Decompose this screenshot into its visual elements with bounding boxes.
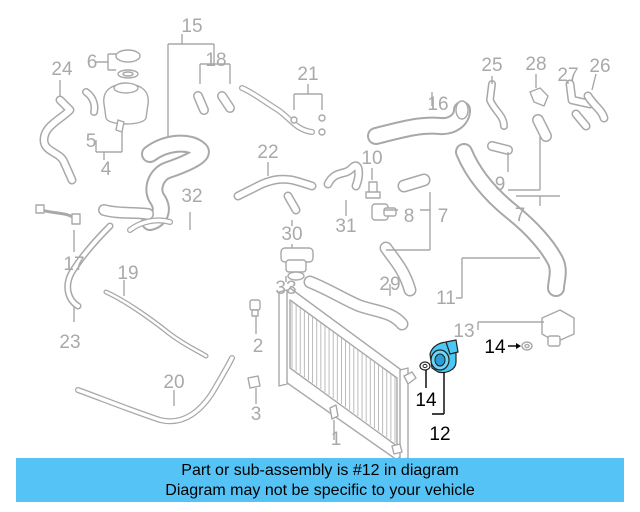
leader-lines bbox=[59, 34, 597, 440]
callout-5: 5 bbox=[86, 131, 97, 152]
callout-1: 1 bbox=[331, 429, 342, 450]
pipe-21 bbox=[239, 85, 326, 136]
sensor-10 bbox=[365, 181, 381, 199]
banner-line-part: Part or sub-assembly is #12 in diagram bbox=[181, 462, 459, 479]
callout-27: 27 bbox=[557, 65, 578, 86]
callout-12: 12 bbox=[429, 424, 450, 445]
hose-18 bbox=[193, 91, 235, 115]
hose-29 bbox=[303, 275, 409, 331]
hose-7 bbox=[379, 173, 431, 297]
hose-25 bbox=[486, 80, 508, 130]
sensor-17 bbox=[35, 204, 81, 225]
pipe-23 bbox=[64, 222, 114, 310]
thermostat-33 bbox=[280, 247, 314, 281]
hose-15 bbox=[98, 134, 210, 231]
callout-20: 20 bbox=[163, 372, 184, 393]
info-banner: Part or sub-assembly is #12 in diagram D… bbox=[16, 458, 624, 502]
callout-32: 32 bbox=[181, 186, 202, 207]
callout-30: 30 bbox=[281, 224, 302, 245]
callout-8: 8 bbox=[404, 206, 415, 227]
callout-26: 26 bbox=[589, 56, 610, 77]
hose-27 bbox=[565, 79, 595, 109]
callout-7a: 7 bbox=[438, 206, 449, 227]
cap-6 bbox=[115, 49, 141, 79]
callout-7b: 7 bbox=[515, 205, 526, 226]
pipe-20 bbox=[75, 355, 235, 425]
callout-22: 22 bbox=[257, 142, 278, 163]
callout-9: 9 bbox=[495, 174, 506, 195]
callout-33: 33 bbox=[275, 278, 296, 299]
flange-13 bbox=[541, 309, 575, 347]
radiator bbox=[278, 287, 417, 461]
o-ring-14-right bbox=[521, 341, 533, 351]
callout-13: 13 bbox=[453, 321, 474, 342]
callout-14-left: 14 bbox=[415, 390, 437, 411]
hose-22 bbox=[233, 174, 317, 201]
part-28 bbox=[529, 87, 549, 107]
o-ring-14-left bbox=[419, 361, 431, 371]
expansion-tank bbox=[103, 82, 149, 133]
callout-18: 18 bbox=[205, 50, 226, 71]
hose-7b bbox=[532, 114, 552, 142]
hose-26 bbox=[571, 91, 609, 131]
callout-labels: 1 2 3 4 5 6 7 7 8 9 10 11 12 13 14 14 15… bbox=[51, 16, 610, 450]
hose-24 bbox=[39, 95, 77, 185]
callout-14-right: 14 bbox=[484, 337, 506, 358]
callout-23: 23 bbox=[59, 332, 80, 353]
part-3 bbox=[247, 375, 261, 389]
callout-19: 19 bbox=[117, 263, 138, 284]
part-12-highlighted bbox=[429, 339, 459, 374]
callout-21: 21 bbox=[297, 64, 318, 85]
callout-6: 6 bbox=[87, 52, 98, 73]
callout-4: 4 bbox=[101, 159, 112, 180]
callout-31: 31 bbox=[335, 216, 356, 237]
callout-2: 2 bbox=[253, 336, 264, 357]
banner-line-disclaimer: Diagram may not be specific to your vehi… bbox=[165, 482, 475, 499]
pipe-32 bbox=[127, 217, 173, 233]
callout-28: 28 bbox=[525, 54, 546, 75]
callout-10: 10 bbox=[361, 148, 382, 169]
part-2 bbox=[249, 299, 261, 317]
hose-31 bbox=[323, 161, 364, 191]
part-8 bbox=[371, 203, 397, 221]
callout-17: 17 bbox=[63, 254, 84, 275]
hose-30 bbox=[283, 191, 301, 215]
hose-16 bbox=[367, 100, 471, 145]
callout-29: 29 bbox=[379, 274, 400, 295]
hose-5 bbox=[82, 88, 99, 116]
callout-11: 11 bbox=[436, 288, 456, 309]
pipe-19 bbox=[103, 289, 209, 359]
hose-9 bbox=[487, 141, 513, 155]
hose-11 bbox=[455, 143, 567, 297]
callout-24: 24 bbox=[51, 59, 73, 80]
callout-25: 25 bbox=[481, 55, 502, 76]
callout-3: 3 bbox=[251, 404, 262, 425]
callout-16: 16 bbox=[427, 94, 448, 115]
callout-15: 15 bbox=[181, 16, 202, 37]
